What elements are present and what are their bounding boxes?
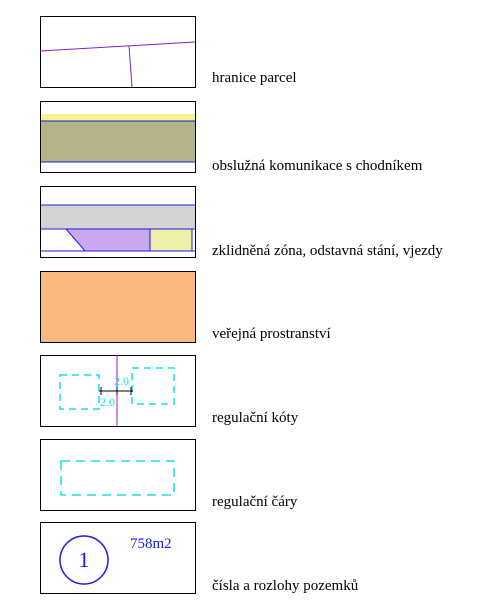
legend-label-service-road: obslužná komunikace s chodníkem [212, 158, 423, 174]
legend-label-regulation-lines: regulační čáry [212, 494, 298, 510]
legend-label-parcel-boundary: hranice parcel [212, 70, 297, 86]
legend-label-public-space: veřejná prostranství [212, 326, 331, 342]
parcel-area: 758m2 [130, 536, 172, 552]
swatch-calmed-zone [40, 186, 196, 258]
legend-label-regulation-dimensions: regulační kóty [212, 410, 299, 426]
swatch-parcel-boundary [39, 16, 196, 88]
swatch-regulation-lines [40, 439, 196, 511]
swatch-public-space [40, 271, 196, 343]
parcel-number-circle [59, 535, 109, 585]
dimension-label-top: 2.0 [114, 374, 129, 388]
dimension-label-bottom: 2.0 [100, 395, 115, 409]
swatch-regulation-dimensions: 2.0 2.0 [40, 355, 196, 427]
parcel-number: 1 [79, 547, 90, 572]
swatch-service-road [40, 101, 196, 173]
legend-label-calmed-zone: zklidněná zóna, odstavná stání, vjezdy [212, 243, 443, 259]
legend-label-parcel-numbers: čísla a rozlohy pozemků [212, 578, 359, 594]
swatch-parcel-numbers: 1 758m2 [40, 522, 196, 594]
